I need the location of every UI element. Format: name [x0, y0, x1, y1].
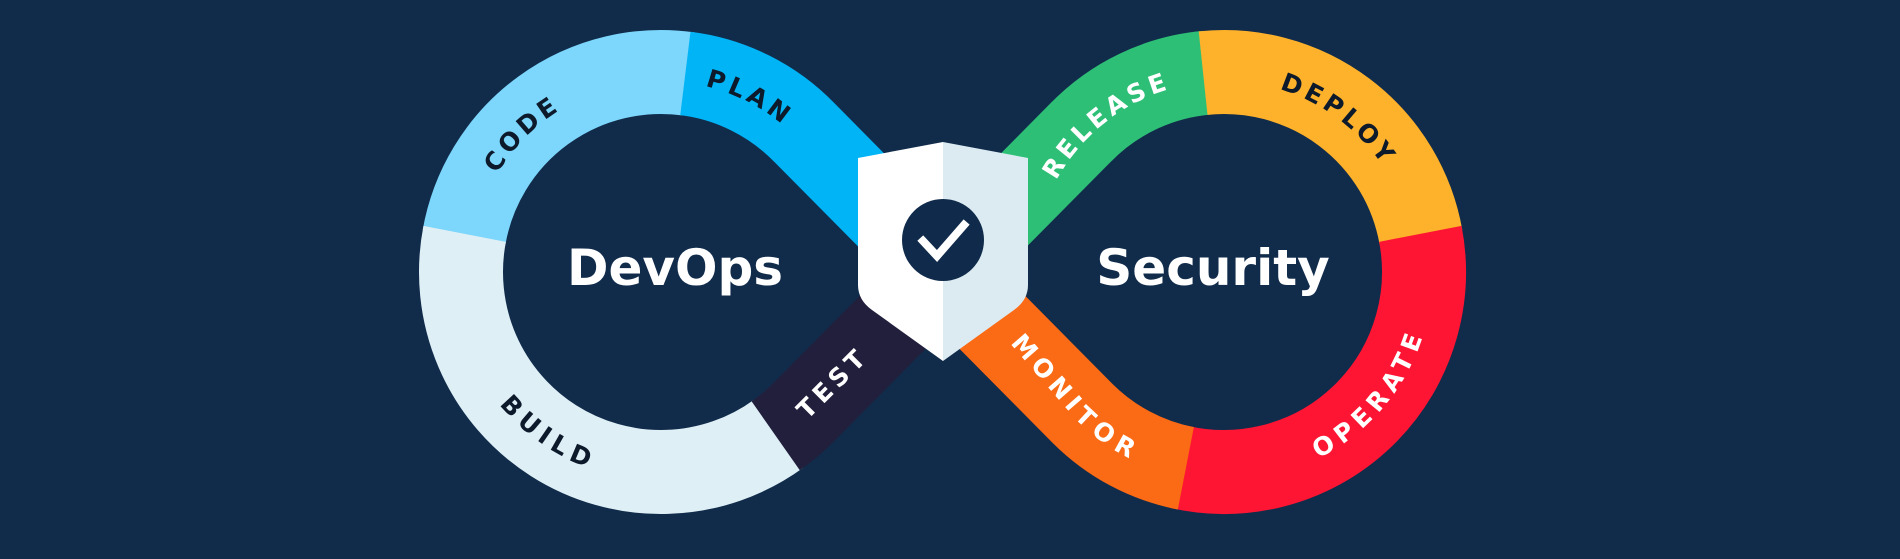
- operate-segment: [1169, 225, 1466, 514]
- shield-check-icon: [902, 199, 984, 281]
- code-segment: [422, 30, 695, 246]
- security-shield: [858, 142, 1028, 361]
- shield-right-half: [943, 142, 1028, 361]
- shield-left-half: [858, 142, 943, 361]
- checkmark-icon: [917, 219, 970, 262]
- release-segment: [912, 30, 1212, 302]
- devops-title: DevOps: [567, 239, 783, 297]
- security-title: Security: [1096, 239, 1329, 297]
- monitor-segment: [912, 242, 1195, 510]
- build-segment: [419, 225, 804, 514]
- deploy-segment: [1198, 30, 1463, 246]
